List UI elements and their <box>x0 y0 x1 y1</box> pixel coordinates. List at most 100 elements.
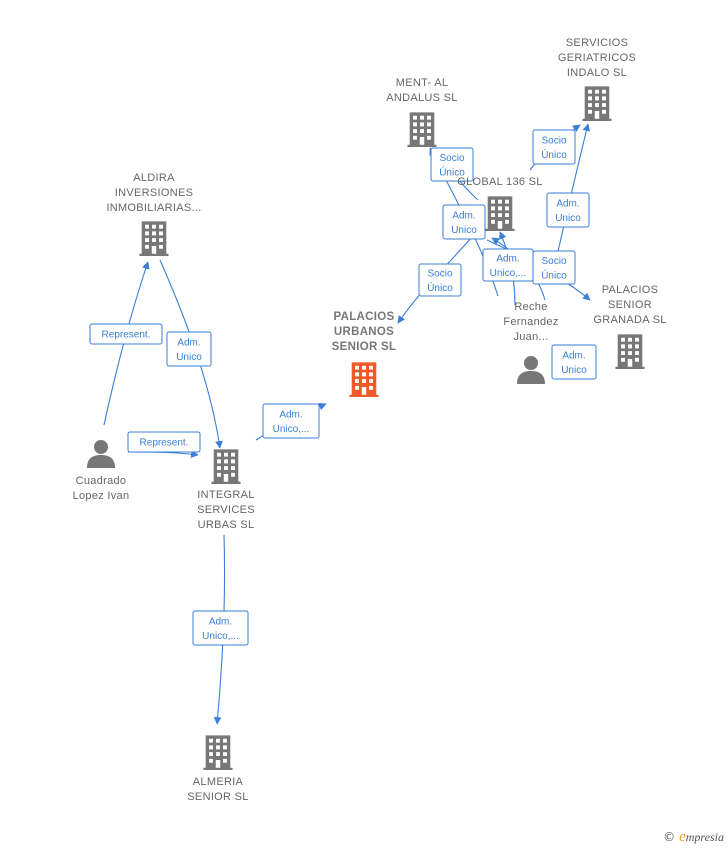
edge-label-text: Unico,... <box>490 268 527 279</box>
node-label: Fernandez <box>503 316 558 328</box>
node-almeria[interactable]: ALMERIA SENIOR SL <box>187 735 248 803</box>
node-label: MENT- AL <box>396 77 449 89</box>
edge-label-text: Único <box>541 268 567 281</box>
edge-label-box[interactable] <box>166 331 212 367</box>
edge-label-box[interactable] <box>532 250 576 285</box>
node-label: SERVICIOS <box>566 37 628 49</box>
edge-label-text: Socio <box>541 256 566 267</box>
edge-label-box[interactable] <box>127 431 201 453</box>
building-icon[interactable] <box>485 196 515 231</box>
edge-label-text: Socio <box>439 153 464 164</box>
edge-label-text: Unico <box>561 365 587 376</box>
node-palacios_urbanos[interactable]: PALACIOS URBANOS SENIOR SL <box>332 311 397 397</box>
edge-label-text: Unico <box>555 213 581 224</box>
edge-label-text: Unico <box>451 225 477 236</box>
edge-label-e3[interactable]: Represent. <box>127 431 201 453</box>
edge-label-text: Socio <box>427 268 452 279</box>
footer-brand: ©empresia <box>663 829 724 846</box>
edge-label-box[interactable] <box>192 610 249 646</box>
person-icon[interactable] <box>517 356 545 384</box>
edge-label-e5[interactable]: Adm. Unico,... <box>192 610 249 646</box>
edge-label-e7[interactable]: Adm. Unico <box>442 204 486 240</box>
edge-label-e10[interactable]: Adm. Unico <box>546 192 590 228</box>
brand-logo-initial: e <box>679 829 686 845</box>
edge-label-text: Adm. <box>496 253 519 264</box>
node-ment[interactable]: MENT- AL ANDALUS SL <box>386 77 457 147</box>
edge-label-text: Adm. <box>209 616 232 627</box>
node-reche[interactable]: RecheFernandezJuan... <box>503 301 558 384</box>
node-label: PALACIOS <box>334 311 395 323</box>
copyright-symbol: © <box>663 830 676 844</box>
node-label: Cuadrado <box>76 475 127 487</box>
node-label: GRANADA SL <box>593 314 666 326</box>
edge-label-box[interactable] <box>418 263 462 297</box>
edge-label-text: Adm. <box>452 210 475 221</box>
edge-label-text: Adm. <box>556 198 579 209</box>
edge-label-e13[interactable]: Adm. Unico <box>551 344 597 380</box>
edge-label-text: Adm. <box>562 350 585 361</box>
edges: Represent.Adm.UnicoRepresent.Adm.Unico,.… <box>89 123 597 725</box>
edge-label-text: Unico <box>176 352 202 363</box>
edge-label-text: Socio <box>541 135 566 146</box>
node-palacios_granada[interactable]: PALACIOS SENIOR GRANADA SL <box>593 284 666 369</box>
edge-label-box[interactable] <box>442 204 486 240</box>
node-label: SENIOR SL <box>187 791 248 803</box>
edge-label-box[interactable] <box>89 323 163 345</box>
node-label: SENIOR <box>608 299 652 311</box>
node-label: PALACIOS <box>602 284 659 296</box>
node-label: GLOBAL 136 SL <box>457 176 542 188</box>
building-icon[interactable] <box>211 449 241 484</box>
edge-label-text: Único <box>541 148 567 161</box>
edge-label-box[interactable] <box>546 192 590 228</box>
node-label: GERIATRICOS <box>558 52 636 64</box>
edge-label-box[interactable] <box>551 344 597 380</box>
building-icon[interactable] <box>139 221 169 256</box>
building-icon[interactable] <box>582 86 612 121</box>
building-icon[interactable] <box>203 735 233 770</box>
edge-label-text: Represent. <box>102 330 151 341</box>
person-icon[interactable] <box>87 440 115 468</box>
node-label: ANDALUS SL <box>386 92 457 104</box>
brand-logo-text: mpresia <box>685 830 724 844</box>
node-label: SERVICES <box>197 504 255 516</box>
edge-label-e11[interactable]: Adm. Unico,... <box>482 248 534 282</box>
node-label: INTEGRAL <box>197 489 254 501</box>
edge-label-box[interactable] <box>262 403 320 439</box>
node-label: URBAS SL <box>198 519 255 531</box>
building-icon[interactable] <box>349 362 379 397</box>
nodes: ALDIRA INVERSIONES INMOBILIARIAS... MENT- A… <box>73 37 667 803</box>
edge-label-text: Adm. <box>279 409 302 420</box>
node-aldira[interactable]: ALDIRA INVERSIONES INMOBILIARIAS... <box>106 172 201 256</box>
edge-label-text: Único <box>427 281 453 294</box>
node-label: Juan... <box>513 331 548 343</box>
node-integral[interactable]: INTEGRAL SERVICES URBAS SL <box>197 449 255 531</box>
building-icon[interactable] <box>407 112 437 147</box>
node-label: INDALO SL <box>567 67 627 79</box>
edge-label-text: Único <box>439 165 465 178</box>
node-label: ALDIRA <box>133 172 175 184</box>
node-label: ALMERIA <box>193 776 244 788</box>
node-label: INVERSIONES <box>115 187 194 199</box>
edge-label-text: Unico,... <box>202 631 239 642</box>
node-label: URBANOS <box>334 326 394 338</box>
edge-label-e1[interactable]: Represent. <box>89 323 163 345</box>
node-label: INMOBILIARIAS... <box>106 202 201 214</box>
edge-label-e4[interactable]: Adm. Unico,... <box>262 403 320 439</box>
edge-label-text: Adm. <box>177 337 200 348</box>
edge-label-text: Unico,... <box>273 424 310 435</box>
node-servicios[interactable]: SERVICIOS GERIATRICOS INDALO SL <box>558 37 636 121</box>
edge-label-box[interactable] <box>430 147 474 182</box>
edge-label-box[interactable] <box>532 129 576 165</box>
edge-label-text: Represent. <box>140 438 189 449</box>
node-label: SENIOR SL <box>332 341 397 353</box>
edge-label-e2[interactable]: Adm. Unico <box>166 331 212 367</box>
node-label: Lopez Ivan <box>73 490 130 502</box>
building-icon[interactable] <box>615 334 645 369</box>
node-global136[interactable]: GLOBAL 136 SL <box>457 176 542 231</box>
